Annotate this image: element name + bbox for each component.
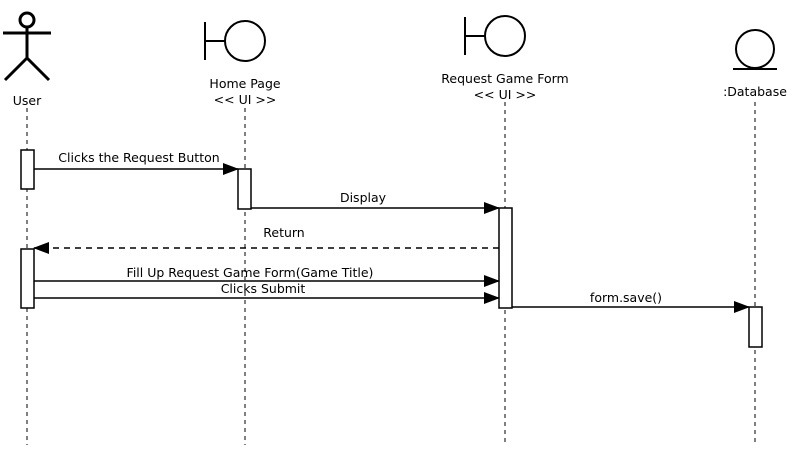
entity-icon [733, 29, 777, 70]
activation-bar-home [237, 168, 252, 210]
activation-bar-user-1 [20, 149, 35, 190]
message-label-1: Clicks the Request Button [58, 150, 219, 165]
participant-label-form: Request Game Form [441, 71, 568, 86]
activation-bar-db [748, 306, 763, 348]
participant-stereotype-home: << UI >> [214, 92, 277, 107]
message-label-3: Return [263, 225, 304, 240]
message-label-2: Display [340, 190, 387, 205]
participant-label-home: Home Page [209, 76, 280, 91]
message-label-6: form.save() [590, 290, 662, 305]
boundary-icon [204, 20, 266, 62]
activation-bar-user-2 [20, 248, 35, 309]
actor-icon [3, 11, 51, 82]
message-label-4: Fill Up Request Game Form(Game Title) [127, 265, 374, 280]
participant-stereotype-form: << UI >> [474, 87, 537, 102]
activation-bar-form [498, 207, 513, 309]
message-label-5: Clicks Submit [221, 281, 306, 296]
participant-label-db: :Database [723, 84, 787, 99]
participant-label-user: User [13, 93, 42, 108]
boundary-icon [464, 15, 526, 57]
